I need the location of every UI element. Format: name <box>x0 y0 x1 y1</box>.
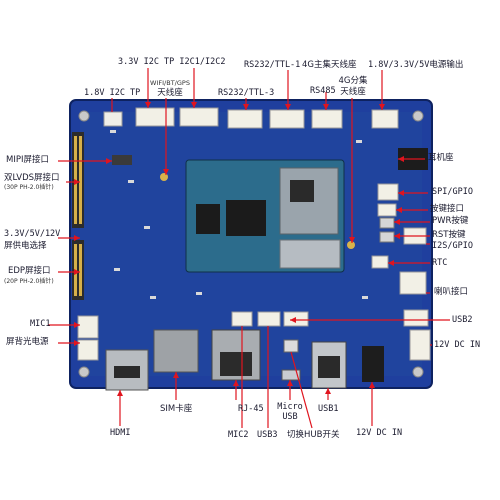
annotation-lines <box>48 68 450 429</box>
label-power-output: 1.8V/3.3V/5V电源输出 <box>368 60 464 70</box>
label-1v8-i2c-tp: 1.8V I2C TP <box>84 88 141 98</box>
label-lvds-pins: (30P PH-2.0插针) <box>4 184 54 191</box>
label-backlight-power: 屏背光电源 <box>6 337 49 347</box>
spi-gpio-connector <box>377 183 399 201</box>
label-4g-main-antenna: 4G主集天线座 <box>302 60 357 70</box>
usb1-opening <box>318 356 340 378</box>
mounting-hole <box>412 110 424 122</box>
module-shield <box>279 239 341 269</box>
label-usb1: USB1 <box>318 404 339 414</box>
connector-rs232-1 <box>269 109 305 129</box>
core-module-silicon <box>279 167 339 235</box>
label-speaker: 喇叭接口 <box>434 287 469 297</box>
label-micro: Micro <box>277 402 303 412</box>
connector-i2c2 <box>179 107 219 127</box>
label-wifi-bt-gps: WIFI/BT/GPS <box>150 79 190 87</box>
label-edp-pins: (20P PH-2.0插针) <box>4 278 54 285</box>
backlight-connector <box>77 339 99 361</box>
speaker-connector <box>399 271 427 295</box>
label-screen-power-select: 屏供电选择 <box>4 241 47 251</box>
label-lvds: 双LVDS屏接口 <box>4 173 60 183</box>
usb2-connector <box>403 309 429 327</box>
lvds-pin-header <box>72 132 84 228</box>
label-voltage-select: 3.3V/5V/12V <box>4 229 61 239</box>
label-micro-usb: USB <box>282 412 298 422</box>
label-rst-key: RST按键 <box>432 230 466 240</box>
label-wifi-antenna: 天线座 <box>157 88 183 98</box>
label-rs232-ttl-3: RS232/TTL-3 <box>218 88 275 98</box>
hub-switch <box>283 339 299 353</box>
label-rj45: RJ-45 <box>238 404 264 414</box>
smd-components <box>110 130 368 299</box>
connector-rs232-3 <box>227 109 263 129</box>
wifi-antenna-pad <box>160 173 168 181</box>
label-rs485: RS485 <box>310 86 336 96</box>
label-key-interface: 按键接口 <box>430 204 465 214</box>
mounting-hole <box>78 366 90 378</box>
dc-jack <box>362 346 384 382</box>
label-hdmi: HDMI <box>110 428 131 438</box>
connector-i2c-tp <box>103 111 123 127</box>
memory-chip <box>196 204 220 234</box>
label-usb2: USB2 <box>452 315 473 325</box>
label-pwr-key: PWR按键 <box>432 216 469 226</box>
mipi-connector <box>112 155 132 165</box>
label-rs232-ttl-1: RS232/TTL-1 <box>244 60 301 70</box>
usb3-connector <box>257 311 281 327</box>
mic1-connector <box>77 315 99 339</box>
label-rtc: RTC <box>432 258 448 268</box>
label-hub-switch: 切换HUB开关 <box>287 430 340 440</box>
4g-div-antenna-pad <box>347 241 355 249</box>
sim-card-slot <box>153 329 199 373</box>
rst-key <box>379 231 395 243</box>
label-edp: EDP屏接口 <box>8 266 51 276</box>
label-4g-diversity: 4G分集 <box>338 76 368 86</box>
label-usb3: USB3 <box>257 430 278 440</box>
label-sim-slot: SIM卡座 <box>160 404 193 414</box>
label-12v-dc-right: 12V DC IN <box>434 340 481 350</box>
label-spi-gpio: SPI/GPIO <box>432 187 473 197</box>
label-mic2: MIC2 <box>228 430 249 440</box>
label-mipi: MIPI屏接口 <box>6 155 49 165</box>
rtc-connector <box>371 255 389 269</box>
label-4g-diversity-antenna: 天线座 <box>340 87 366 97</box>
hdmi-port <box>114 366 140 378</box>
label-3v3-i2c-tp: 3.3V I2C TP I2C1/I2C2 <box>118 57 226 67</box>
mounting-hole <box>412 366 424 378</box>
pwr-key <box>379 217 395 229</box>
label-i2s-gpio: I2S/GPIO <box>432 241 473 251</box>
annotation-arrowheads <box>74 102 404 396</box>
key-connector <box>377 203 397 217</box>
connector-power-out <box>371 109 399 129</box>
rj45-opening <box>220 352 252 376</box>
micro-usb-port <box>281 369 301 381</box>
edp-pin-header <box>72 240 84 300</box>
mounting-hole <box>78 110 90 122</box>
connector-i2c1 <box>135 107 175 127</box>
main-soc-chip <box>226 200 266 236</box>
mic2-connector <box>231 311 253 327</box>
connector-rs485 <box>311 109 343 129</box>
label-mic1: MIC1 <box>30 319 51 329</box>
label-12v-dc-bottom: 12V DC IN <box>356 428 403 438</box>
pmic-chip <box>290 180 314 202</box>
dc-in-connector <box>409 329 431 361</box>
label-earphone: 耳机座 <box>428 153 454 163</box>
